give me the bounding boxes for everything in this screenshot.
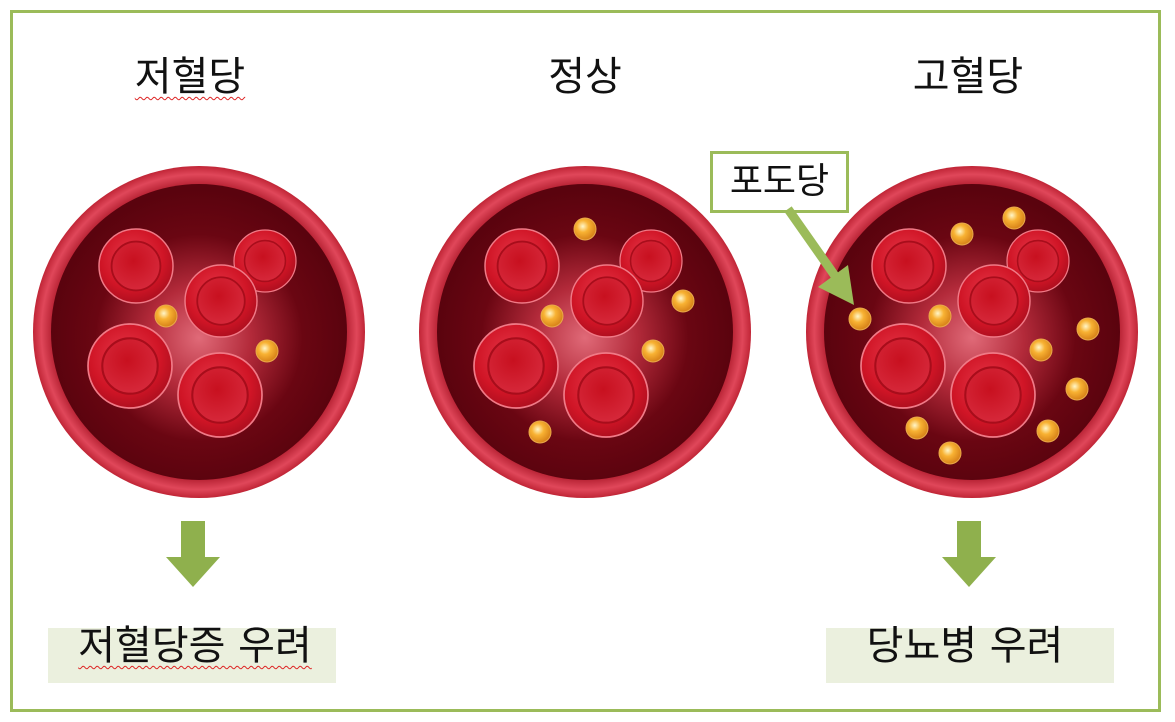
vessel-low-blood-sugar: [33, 166, 365, 498]
red-blood-cell: [184, 264, 258, 338]
glucose-molecule: [905, 416, 929, 440]
heading-normal: 정상: [548, 54, 622, 100]
glucose-molecule: [154, 304, 178, 328]
down-arrow-low: [166, 521, 220, 587]
red-blood-cell: [871, 228, 947, 304]
glucose-molecule: [528, 420, 552, 444]
red-blood-cell: [98, 228, 174, 304]
down-arrow-high: [942, 521, 996, 587]
glucose-molecule: [641, 339, 665, 363]
glucose-molecule: [928, 304, 952, 328]
red-blood-cell: [86, 322, 174, 410]
result-hypoglycemia-risk: 저혈당증 우려: [78, 623, 312, 669]
glucose-molecule: [1036, 419, 1060, 443]
heading-low-blood-sugar: 저혈당: [134, 54, 246, 100]
diagram-frame: [10, 10, 1161, 712]
vessel-high-blood-sugar: [806, 166, 1138, 498]
glucose-molecule: [1065, 377, 1089, 401]
red-blood-cell: [859, 322, 947, 410]
vessel-normal: [419, 166, 751, 498]
glucose-molecule: [255, 339, 279, 363]
glucose-molecule: [573, 217, 597, 241]
glucose-molecule: [671, 289, 695, 313]
glucose-molecule: [540, 304, 564, 328]
red-blood-cell: [957, 264, 1031, 338]
heading-high-blood-sugar: 고혈당: [912, 54, 1024, 100]
glucose-molecule: [938, 441, 962, 465]
red-blood-cell: [949, 351, 1037, 439]
result-box-high: [826, 628, 1114, 683]
red-blood-cell: [570, 264, 644, 338]
glucose-molecule: [950, 222, 974, 246]
vessel-lumen: [51, 184, 347, 480]
result-diabetes-risk: 당뇨병 우려: [866, 623, 1064, 669]
red-blood-cell: [176, 351, 264, 439]
red-blood-cell: [484, 228, 560, 304]
result-box-low: [48, 628, 336, 683]
red-blood-cell: [562, 351, 650, 439]
red-blood-cell: [472, 322, 560, 410]
glucose-molecule: [1002, 206, 1026, 230]
glucose-molecule: [1076, 317, 1100, 341]
callout-pointer-arrow: [784, 206, 854, 305]
glucose-callout-label: 포도당: [710, 151, 849, 213]
glucose-molecule: [1029, 338, 1053, 362]
